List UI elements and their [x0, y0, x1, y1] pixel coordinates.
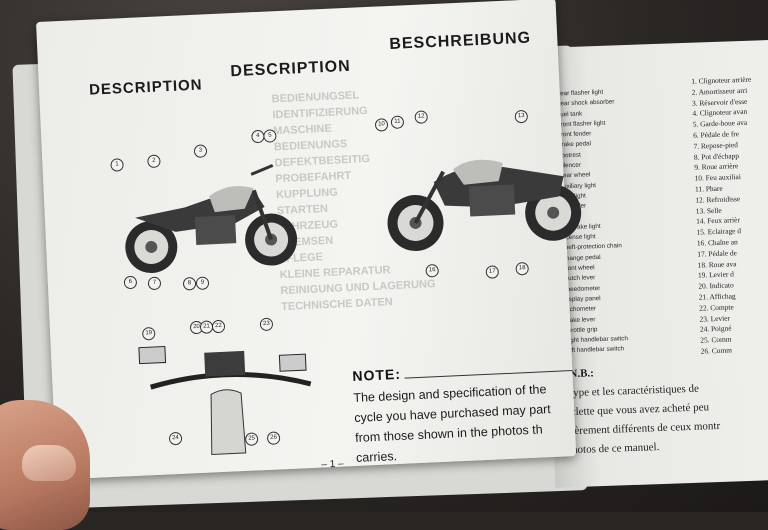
french-note: N.B.: type et les caractéristiques de cl… — [569, 357, 768, 460]
handlebar-illustration — [138, 345, 312, 455]
callout-7: 7 — [147, 276, 162, 291]
note-rule — [404, 370, 573, 379]
left-page: DESCRIPTION DESCRIPTION BESCHREIBUNG BED… — [36, 0, 582, 480]
title-english: DESCRIPTION — [88, 76, 203, 99]
motorcycle-right-side-illustration — [387, 159, 582, 251]
page-number: – 1 – — [321, 458, 344, 471]
callout-9: 9 — [195, 276, 210, 291]
thumbnail-nail — [22, 445, 76, 481]
part-name: Left handlebar switch — [564, 345, 625, 355]
title-german: BESCHREIBUNG — [388, 29, 532, 53]
title-french: DESCRIPTION — [230, 57, 352, 81]
motorcycle-left-side-illustration — [125, 164, 298, 274]
callout-18: 18 — [515, 261, 529, 276]
callout-16: 16 — [425, 263, 439, 278]
part-name-fr: 26. Comm — [700, 345, 733, 356]
callout-17: 17 — [485, 265, 500, 279]
callout-6: 6 — [123, 275, 138, 290]
callout-8: 8 — [182, 277, 197, 291]
note-body: The design and specification of the cycl… — [353, 378, 586, 468]
note-heading: NOTE: — [352, 365, 402, 385]
